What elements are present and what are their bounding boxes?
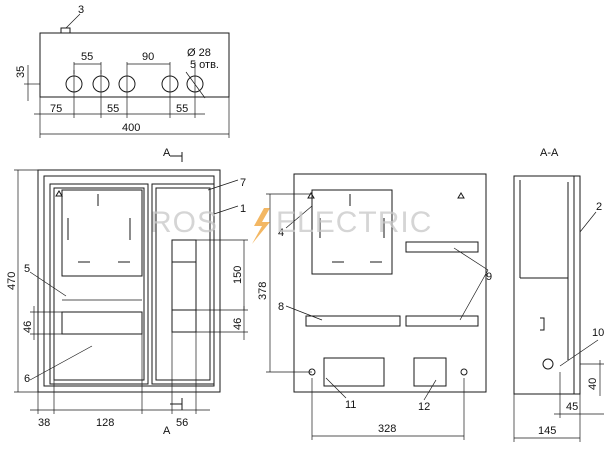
callout-7: 7 (240, 177, 246, 189)
clamp-mark (60, 27, 71, 33)
svg-text:ELECTRIC: ELECTRIC (276, 206, 432, 239)
dim-hole-dia: Ø 28 (187, 47, 211, 59)
section-mark-bottom: А (163, 425, 171, 437)
left-compartment (49, 183, 149, 385)
dim-328: 328 (378, 423, 396, 435)
dim-400: 400 (122, 122, 140, 134)
callout-10: 10 (592, 327, 604, 339)
dim-46-right: 46 (232, 318, 244, 330)
din-rail-8 (305, 315, 401, 327)
dim-56: 56 (176, 417, 188, 429)
din-rail-9b (405, 315, 479, 327)
dim-128: 128 (96, 417, 114, 429)
callout-4: 4 (278, 227, 284, 239)
dim-75: 75 (50, 103, 62, 115)
callout-8: 8 (278, 301, 284, 313)
dim-hole-count: 5 отв. (190, 59, 219, 71)
top-view-outline (39, 32, 230, 98)
callout-2: 2 (596, 201, 602, 213)
callout-6: 6 (24, 373, 30, 385)
front-view: А А 470 46 150 46 38 128 56 (6, 147, 248, 437)
top-view: 3 35 55 90 Ø 28 5 отв. 75 55 55 400 (15, 4, 230, 138)
meter-window (61, 189, 143, 277)
dim-150: 150 (232, 266, 244, 284)
front-outline (37, 169, 221, 393)
meter-plate (311, 189, 393, 275)
callout-5: 5 (24, 263, 30, 275)
dim-45: 45 (566, 401, 578, 413)
dim-40: 40 (587, 378, 599, 390)
din-rail-9a (405, 241, 479, 253)
bracket-11 (323, 357, 385, 387)
dim-38: 38 (38, 417, 50, 429)
callout-12: 12 (418, 401, 430, 413)
callout-1: 1 (240, 203, 246, 215)
breaker-window (171, 239, 197, 333)
dim-470: 470 (6, 272, 18, 290)
section-view: А-А 145 45 40 2 10 (513, 147, 604, 442)
callout-9: 9 (486, 271, 492, 283)
lightning-icon (252, 208, 270, 244)
watermark-logo: ROS ELECTRIC (150, 206, 432, 244)
section-title: А-А (540, 147, 559, 159)
ground-terminal (542, 358, 554, 370)
right-compartment (151, 183, 215, 385)
left-panel (61, 311, 143, 335)
dim-55-bottom: 55 (107, 103, 119, 115)
dim-46-left: 46 (22, 321, 34, 333)
dim-145: 145 (538, 425, 556, 437)
section-mark-top: А (163, 147, 171, 159)
section-outline (513, 175, 581, 395)
dim-55-top: 55 (81, 51, 93, 63)
dim-378: 378 (257, 282, 269, 300)
bracket-12 (413, 357, 447, 387)
back-view: 378 328 4 8 9 11 12 (257, 173, 492, 440)
dim-90: 90 (142, 51, 154, 63)
callout-3: 3 (78, 4, 84, 16)
callout-11: 11 (345, 399, 356, 411)
dim-35: 35 (15, 66, 27, 78)
dim-55-right: 55 (176, 103, 188, 115)
back-outline (293, 173, 487, 393)
svg-text:ROS: ROS (150, 206, 218, 239)
